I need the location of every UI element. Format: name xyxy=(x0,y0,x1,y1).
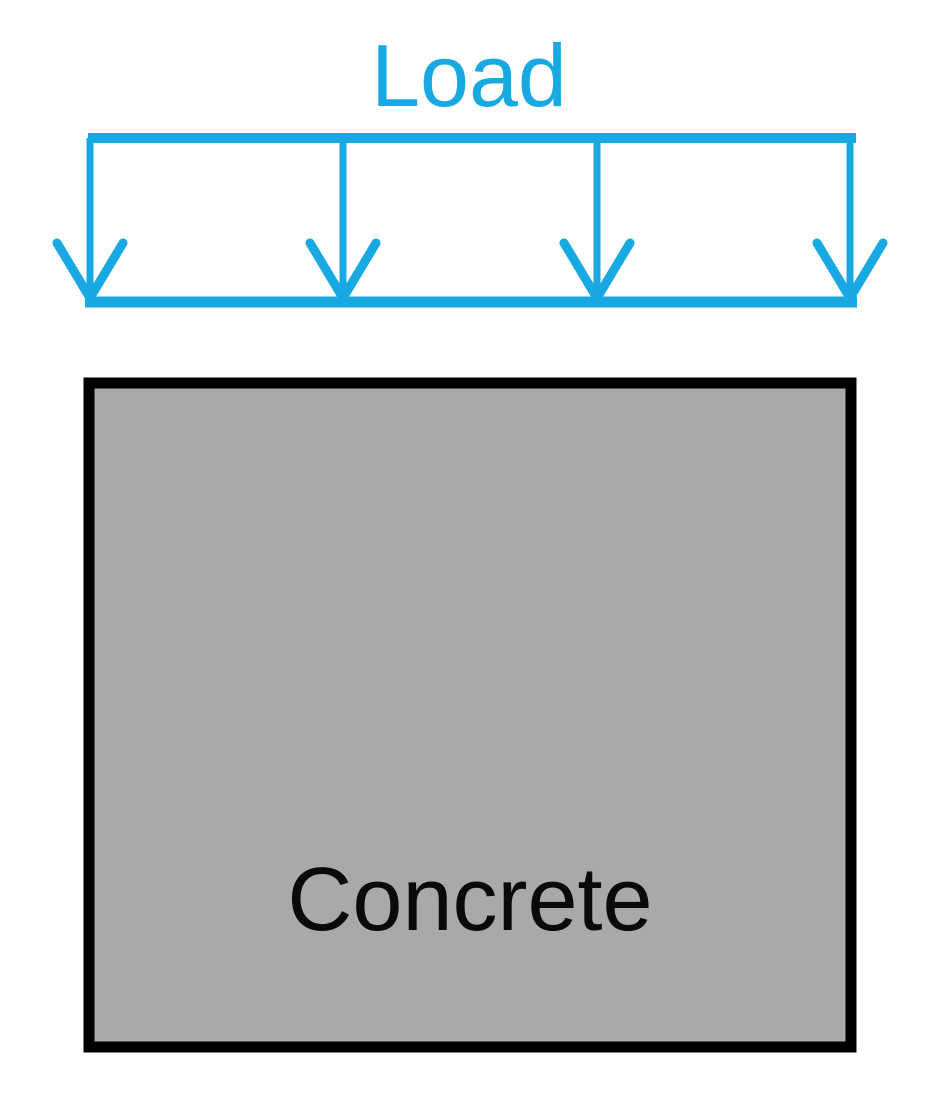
concrete-label: Concrete xyxy=(287,850,652,950)
load-arrow-4 xyxy=(812,138,888,303)
load-arrow-1 xyxy=(52,138,128,303)
load-arrow-2 xyxy=(305,138,381,303)
concrete-block xyxy=(83,377,857,1053)
load-arrow-3 xyxy=(559,138,635,303)
load-label: Load xyxy=(371,26,567,125)
